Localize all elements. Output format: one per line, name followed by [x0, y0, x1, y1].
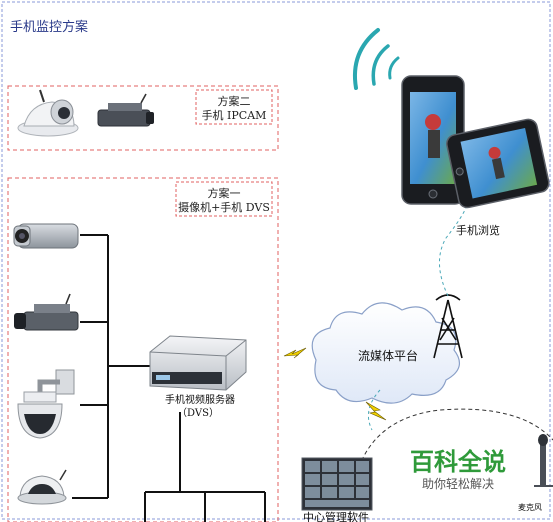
scheme1-label-box [175, 181, 273, 217]
smartphone-portrait-icon [401, 75, 465, 205]
scheme2-label-box [195, 89, 273, 125]
page-title: 手机监控方案 [10, 19, 88, 35]
scheme1-subtitle: 摄像机+手机 DVS [178, 200, 270, 214]
scheme1-box [7, 177, 279, 522]
wireless-link-icon [283, 347, 307, 359]
dome-camera-icon [17, 469, 67, 505]
ptz-dome-camera-icon [17, 369, 75, 439]
scheme1-title: 方案一 [208, 186, 241, 200]
streaming-cloud-icon [311, 302, 461, 404]
dvs-server-icon [149, 335, 247, 391]
camera-wiring [72, 234, 266, 522]
tower-to-phone-link [439, 199, 469, 297]
smartphone-landscape-icon [446, 118, 550, 209]
dvs-sublabel: （DVS） [177, 407, 219, 419]
phone-browse-label: 手机浏览 [456, 223, 500, 237]
watermark-badge: 百科全说 助你轻松解决 [398, 438, 520, 494]
microphone-icon [534, 434, 553, 487]
scheme2-box [7, 85, 279, 151]
wifi-signal-icon [353, 28, 400, 90]
ipcam-box-icon [97, 93, 154, 127]
scheme2-subtitle: 手机 IPCAM [202, 108, 267, 122]
cms-wireless-icon [365, 401, 387, 421]
watermark-subtitle: 助你轻松解决 [422, 477, 494, 491]
ipcam-dome-icon [17, 89, 79, 137]
box-camera-icon [14, 293, 79, 331]
cms-label: 中心管理软件 [303, 510, 369, 522]
dvs-label: 手机视频服务器 [165, 393, 235, 406]
scheme2-title: 方案二 [218, 94, 251, 108]
bullet-camera-icon [13, 223, 79, 249]
watermark-title: 百科全说 [410, 448, 506, 476]
cms-monitor-icon [301, 457, 373, 511]
cloud-label: 流媒体平台 [358, 348, 418, 363]
microphone-label: 麦克风 [518, 502, 542, 512]
